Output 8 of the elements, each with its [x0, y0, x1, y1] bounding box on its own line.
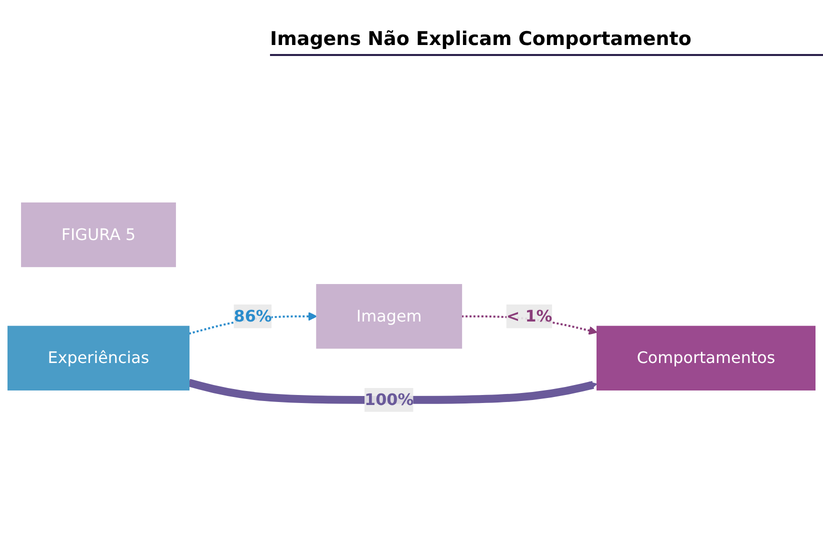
edge-label: 86% — [234, 306, 272, 326]
node-box: FIGURA 5 — [21, 202, 176, 268]
arrow — [188, 378, 598, 404]
node-box: Experiências — [7, 326, 190, 391]
edge-label: < 1% — [506, 306, 552, 326]
node-box: Imagem — [316, 284, 462, 349]
node-box: Comportamentos — [596, 326, 816, 391]
diagram-title: Imagens Não Explicam Comportamento — [270, 28, 692, 50]
